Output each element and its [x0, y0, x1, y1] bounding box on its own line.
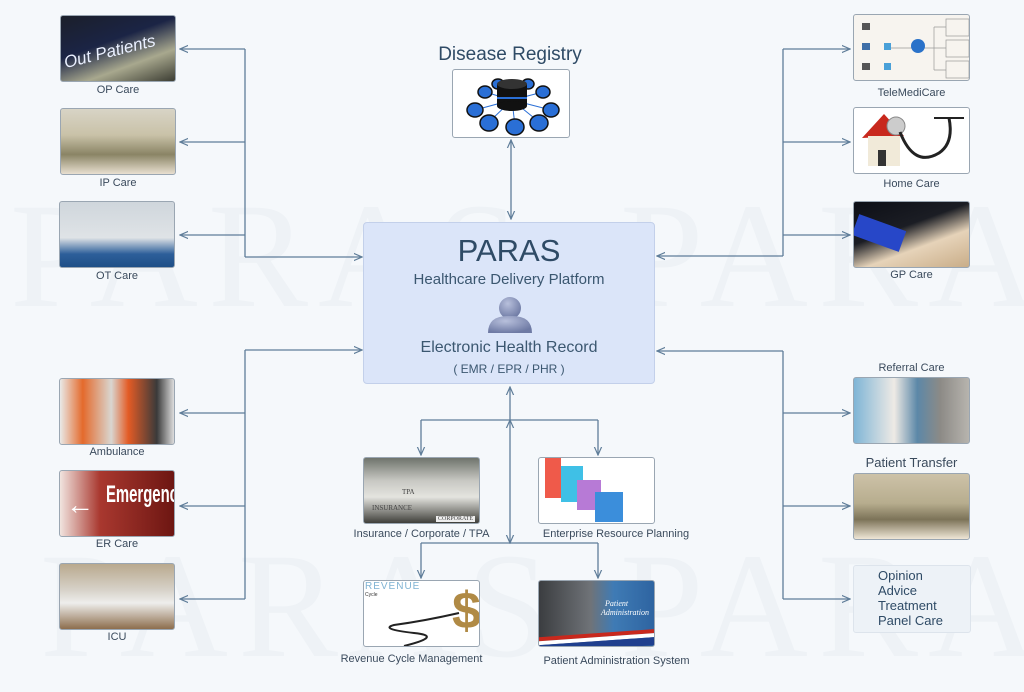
patient-admin-image-text-1: Patient	[605, 599, 629, 608]
patient-transfer-image[interactable]	[853, 473, 970, 540]
connector-lines	[0, 0, 1024, 670]
insurance-tab-insurance: INSURANCE	[372, 504, 413, 512]
patient-admin-label: Patient Administration System	[543, 655, 690, 667]
gp-care-image[interactable]	[853, 201, 970, 268]
icu-image[interactable]	[59, 563, 175, 630]
erp-image[interactable]	[538, 457, 655, 524]
panel-care-box[interactable]: Opinion Advice Treatment Panel Care	[853, 565, 971, 633]
revenue-image-subtitle: Cycle	[365, 592, 378, 598]
home-care-label: Home Care	[883, 178, 940, 190]
panel-item-panel-care: Panel Care	[878, 613, 944, 628]
ambulance-label: Ambulance	[89, 446, 145, 458]
er-care-image[interactable]: ← Emergency	[59, 470, 175, 537]
icu-label: ICU	[107, 631, 127, 643]
patient-admin-image-text-2: Administration	[601, 608, 650, 617]
revenue-image[interactable]: REVENUE Cycle $	[363, 580, 480, 647]
network-diagram-icon	[862, 18, 969, 79]
telemedicare-image[interactable]	[853, 14, 970, 81]
insurance-tab-corporate: CORPORATE	[436, 516, 476, 522]
bp-cuff-shape	[854, 214, 907, 252]
ehr-label: Electronic Health Record	[420, 339, 598, 356]
disease-registry-title: Disease Registry	[438, 44, 582, 65]
platform-subtitle: Healthcare Delivery Platform	[413, 271, 605, 288]
home-care-image[interactable]	[853, 107, 970, 174]
gp-care-label: GP Care	[890, 269, 933, 281]
house-stethoscope-icon	[862, 114, 964, 166]
patient-admin-image[interactable]: Patient Administration	[538, 580, 655, 647]
op-care-image-text: Out Patients	[61, 30, 158, 73]
er-care-image-text: Emergency	[106, 481, 174, 508]
center-platform-box[interactable]: PARAS Healthcare Delivery Platform Elect…	[363, 222, 655, 384]
ot-care-label: OT Care	[96, 270, 138, 282]
telemedicare-label: TeleMediCare	[877, 87, 946, 99]
ip-care-label: IP Care	[99, 177, 137, 189]
panel-item-opinion: Opinion	[878, 568, 923, 583]
disease-registry-image[interactable]	[452, 69, 570, 138]
revenue-label: Revenue Cycle Management	[340, 653, 483, 665]
referral-care-label: Referral Care	[878, 362, 945, 374]
ip-care-image[interactable]	[60, 108, 176, 175]
insurance-image[interactable]: TPA INSURANCE CORPORATE	[363, 457, 480, 524]
insurance-label: Insurance / Corporate / TPA	[353, 528, 490, 540]
ot-care-image[interactable]	[59, 201, 175, 268]
left-arrow-icon: ←	[66, 489, 94, 520]
op-care-image[interactable]: Out Patients	[60, 15, 176, 82]
ambulance-image[interactable]	[59, 378, 175, 445]
panel-item-advice: Advice	[878, 583, 918, 598]
erp-block-red	[545, 458, 561, 498]
insurance-tab-tpa: TPA	[402, 488, 415, 496]
referral-care-image[interactable]	[853, 377, 970, 444]
revenue-image-title: REVENUE	[365, 581, 421, 592]
platform-title: PARAS	[457, 233, 561, 268]
erp-label: Enterprise Resource Planning	[542, 528, 690, 540]
dollar-icon: $	[452, 582, 480, 640]
user-icon	[488, 297, 532, 333]
stethoscope-icon	[388, 612, 460, 646]
erp-block-blue	[595, 492, 623, 522]
op-care-label: OP Care	[96, 84, 140, 96]
database-network-icon	[466, 78, 560, 136]
panel-item-treatment: Treatment	[878, 598, 937, 613]
er-care-label: ER Care	[95, 538, 139, 550]
ehr-types: ( EMR / EPR / PHR )	[453, 362, 565, 376]
patient-transfer-label: Patient Transfer	[865, 455, 958, 470]
